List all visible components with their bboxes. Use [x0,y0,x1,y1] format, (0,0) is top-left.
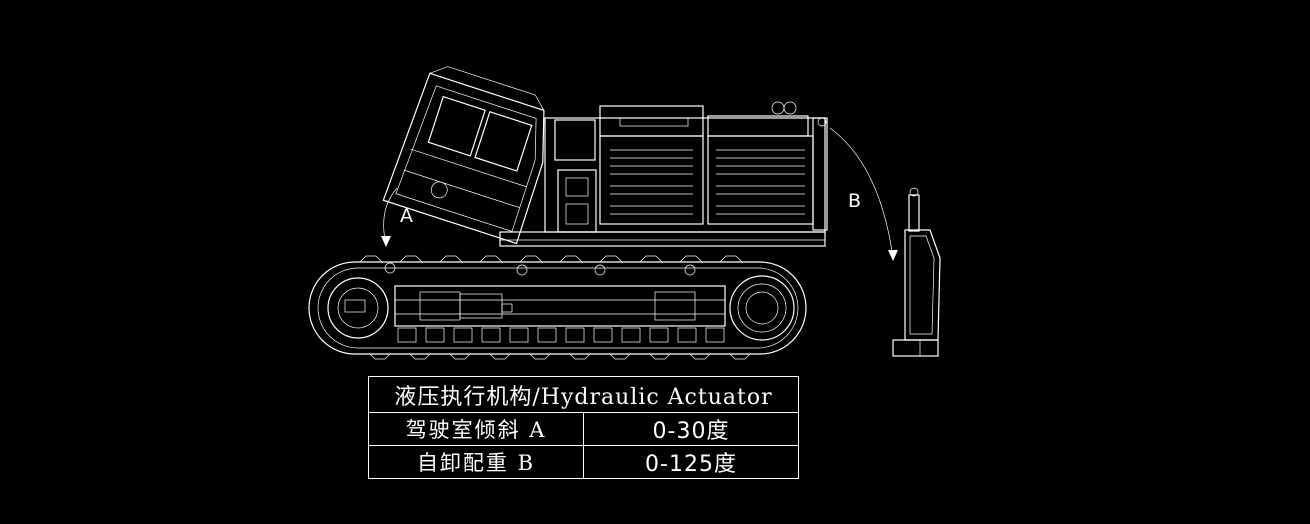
row-value-cab-tilt: 0-30度 [583,412,799,446]
spec-table: 液压执行机构/Hydraulic Actuator 驾驶室倾斜 A 0-30度 … [368,376,799,479]
row-name-counterweight-dump: 自卸配重 B [368,445,584,479]
dumped-counterweight [892,187,941,357]
label-a: A [400,205,413,227]
table-row: 驾驶室倾斜 A 0-30度 [368,412,799,446]
tilting-cab [382,66,545,245]
upper-structure [499,101,828,247]
table-row: 自卸配重 B 0-125度 [368,445,799,479]
arc-a: A [381,187,413,247]
crawler-track [308,255,807,360]
row-value-counterweight-dump: 0-125度 [583,445,799,479]
table-title: 液压执行机构/Hydraulic Actuator [368,376,799,413]
arc-b: B [829,127,898,261]
table-header-row: 液压执行机构/Hydraulic Actuator [368,376,799,413]
label-b: B [848,190,861,212]
row-name-cab-tilt: 驾驶室倾斜 A [368,412,584,446]
